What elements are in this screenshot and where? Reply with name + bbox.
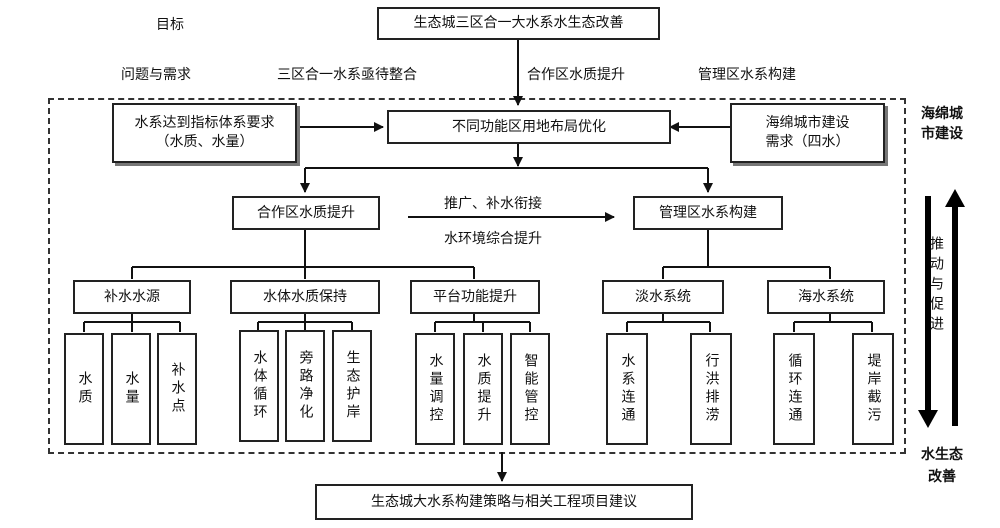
- side-arrows: [918, 189, 965, 428]
- group-platform: 平台功能提升: [410, 280, 540, 314]
- left-input-line2: （水质、水量）: [155, 134, 254, 150]
- group-water-quality: 水体水质保持: [230, 280, 380, 314]
- leaf-bypass: 旁路净化: [285, 330, 325, 442]
- leaf-circulation: 水体循环: [239, 330, 279, 442]
- cooperation-box: 合作区水质提升: [232, 196, 380, 230]
- link-top-label: 推广、补水衔接: [444, 196, 542, 212]
- right-input-box: 海绵城市建设 需求（四水）: [730, 103, 885, 163]
- leaf-bank-interception: 堤岸截污: [852, 333, 894, 445]
- leaf-flood-drainage: 行洪排涝: [690, 333, 732, 445]
- problem-integration: 三区合一水系亟待整合: [277, 67, 417, 83]
- leaf-circular-connect: 循环连通: [773, 333, 815, 445]
- side-bottom-label: 水生态改善: [921, 447, 963, 485]
- leaf-supply-point: 补水点: [157, 333, 197, 445]
- land-layout-box: 不同功能区用地布局优化: [387, 110, 671, 144]
- leaf-smart-control: 智能管控: [510, 333, 550, 445]
- arrow-up-icon: [945, 189, 965, 207]
- problem-water-quality: 合作区水质提升: [527, 67, 625, 83]
- output-box: 生态城大水系构建策略与相关工程项目建议: [315, 484, 693, 520]
- problem-water-system: 管理区水系构建: [698, 67, 796, 83]
- management-box: 管理区水系构建: [633, 196, 783, 230]
- left-input-line1: 水系达到指标体系要求: [134, 115, 275, 132]
- right-input-line2: 需求（四水）: [765, 134, 850, 150]
- dashed-frame: [48, 98, 906, 454]
- left-input-box: 水系达到指标体系要求 （水质、水量）: [112, 103, 297, 163]
- leaf-eco-bank: 生态护岸: [332, 330, 372, 442]
- goal-label: 目标: [156, 17, 184, 33]
- leaf-quantity: 水量: [111, 333, 151, 445]
- group-freshwater: 淡水系统: [602, 280, 724, 314]
- group-water-source: 补水水源: [73, 280, 191, 314]
- leaf-connectivity: 水系连通: [606, 333, 648, 445]
- problem-label: 问题与需求: [121, 67, 191, 83]
- side-middle-label: 推动与促进: [928, 236, 944, 336]
- right-input-line1: 海绵城市建设: [765, 115, 850, 132]
- group-seawater: 海水系统: [767, 280, 885, 314]
- arrow-down-icon: [918, 410, 938, 428]
- leaf-quality-up: 水质提升: [463, 333, 503, 445]
- side-top-label: 海绵城市建设: [921, 106, 963, 142]
- leaf-quality: 水质: [64, 333, 104, 445]
- goal-box: 生态城三区合一大水系水生态改善: [377, 7, 660, 40]
- link-bottom-label: 水环境综合提升: [444, 231, 542, 247]
- leaf-volume-control: 水量调控: [415, 333, 455, 445]
